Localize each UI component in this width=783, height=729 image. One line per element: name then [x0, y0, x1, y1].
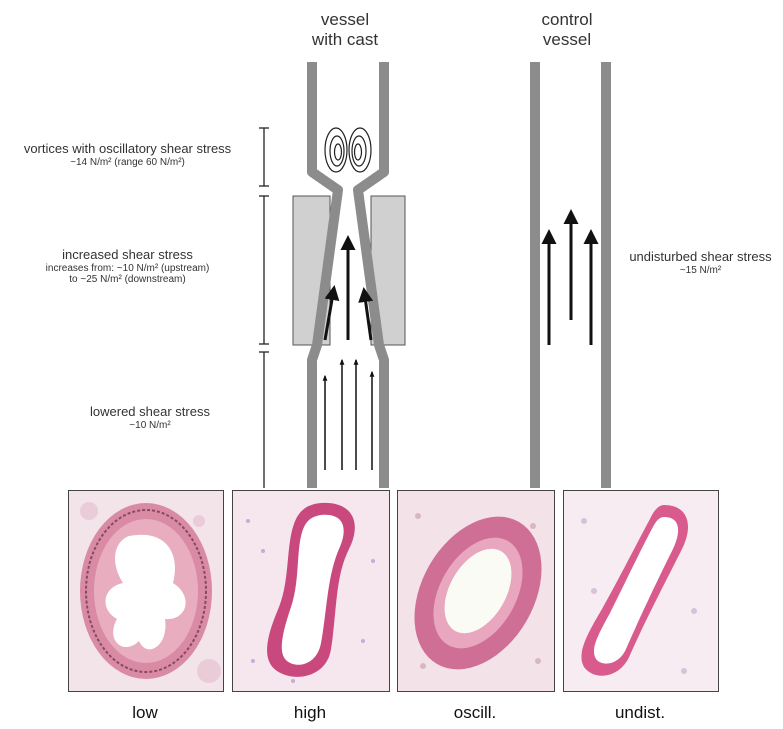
caption-oscill: oscill. — [395, 703, 555, 723]
vessel-schematic — [0, 0, 783, 490]
caption-undist: undist. — [560, 703, 720, 723]
undisturbed-flow-arrows — [549, 212, 591, 345]
lowered-bracket — [259, 352, 269, 488]
vortex-left-icon — [325, 128, 347, 172]
vortex-right-icon — [349, 128, 371, 172]
histology-panel-low — [68, 490, 224, 692]
increased-bracket — [259, 196, 269, 344]
histology-panel-oscill — [397, 490, 555, 692]
histology-panel-undist — [563, 490, 719, 692]
histology-panel-high — [232, 490, 390, 692]
lowered-flow-arrows — [325, 360, 372, 470]
caption-low: low — [65, 703, 225, 723]
vortices-bracket — [259, 128, 269, 186]
caption-high: high — [230, 703, 390, 723]
